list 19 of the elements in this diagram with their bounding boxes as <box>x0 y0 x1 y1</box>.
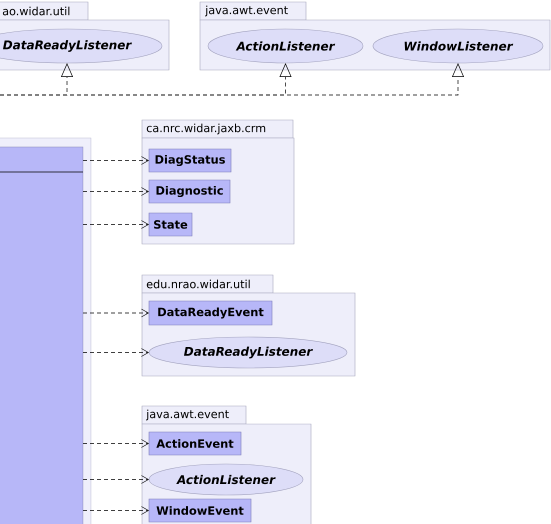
node-label: ca.nrc.widar.jaxb.crm <box>146 124 266 134</box>
dependency-arrow <box>82 220 149 229</box>
node-label: java.awt.event <box>146 410 229 420</box>
class-box: Diagnostic <box>148 180 230 204</box>
dependency-arrow <box>82 187 149 196</box>
dependency-arrow <box>82 475 149 484</box>
class-box: DataReadyEvent <box>148 300 272 326</box>
dependency-arrow <box>82 348 149 357</box>
dependency-arrow <box>82 439 149 448</box>
dependency-arrow <box>82 156 149 165</box>
dependency-arrow <box>82 308 149 318</box>
class-box: WindowEvent <box>148 498 252 522</box>
node-label: ao.widar.util <box>2 6 70 16</box>
class-box: DiagStatus <box>148 148 232 172</box>
dependency-arrow <box>82 506 149 515</box>
node-label: java.awt.event <box>205 6 288 16</box>
class-box: State <box>148 212 192 236</box>
class-box: ActionEvent <box>148 432 242 456</box>
node-label: edu.nrao.widar.util <box>146 280 250 288</box>
